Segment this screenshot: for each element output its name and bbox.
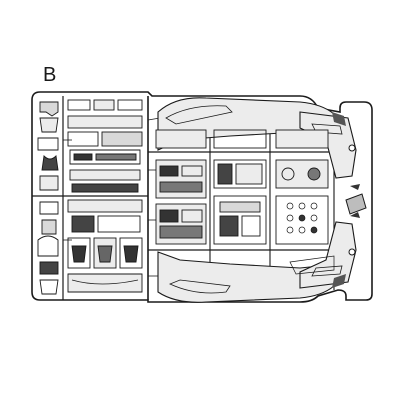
tailfin xyxy=(345,144,367,256)
sprue-label: B xyxy=(43,64,57,86)
cockpit-parts xyxy=(37,99,143,295)
wheel-well-parts xyxy=(155,129,329,245)
gun-panel xyxy=(67,199,143,293)
fuselage-half-lower xyxy=(157,221,357,303)
